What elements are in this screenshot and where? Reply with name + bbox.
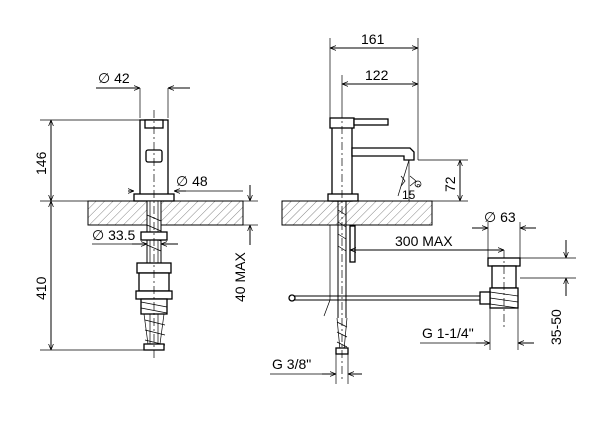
countertop-side <box>281 200 433 226</box>
front-view: ∅ 42 146 ∅ 48 ∅ 33.5 410 40 MAX <box>33 70 258 360</box>
dim-dia-waste: ∅ 63 <box>484 209 516 225</box>
dim-waste-thread: G 1-1/4" <box>422 325 474 341</box>
side-view: 161 122 15 ° 72 ∅ 63 300 MAX 35-50 <box>270 31 576 384</box>
countertop-front <box>87 200 244 226</box>
dim-angle: 15 <box>402 188 416 202</box>
dim-height-spout: 146 <box>33 151 49 175</box>
lever-side <box>353 118 389 126</box>
spout-side <box>351 147 415 161</box>
dim-dia-hole: ∅ 33.5 <box>92 227 136 243</box>
dim-supply-thread: G 3/8" <box>272 356 311 372</box>
dim-counter-max: 40 MAX <box>232 252 248 302</box>
dim-reach-total: 161 <box>361 31 385 47</box>
dim-rod-length: 300 MAX <box>395 233 453 249</box>
dim-angle-degree: ° <box>416 181 421 195</box>
waste-link-side <box>479 291 491 305</box>
dim-reach-spout: 122 <box>365 67 389 83</box>
dim-waste-height: 35-50 <box>548 309 564 345</box>
dim-dia-outlet: ∅ 42 <box>98 70 130 86</box>
faucet-base-side <box>327 193 359 202</box>
rod-clip-side <box>349 225 356 263</box>
dim-depth-total: 410 <box>33 276 49 300</box>
dim-spout-clearance: 72 <box>442 176 458 192</box>
dim-dia-base: ∅ 48 <box>176 173 208 189</box>
rod-end-side <box>288 294 296 302</box>
